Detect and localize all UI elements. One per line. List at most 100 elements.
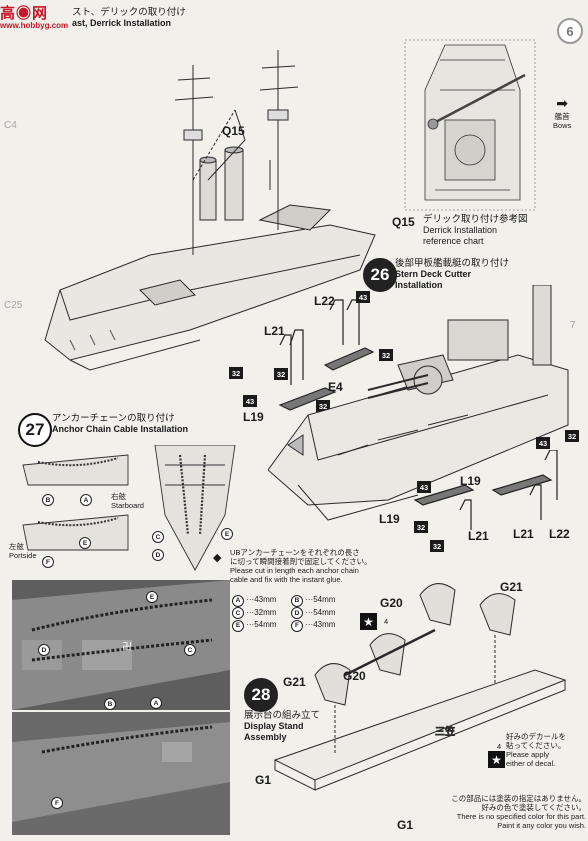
diamond-icon: ◆ bbox=[213, 552, 222, 564]
step-28-title: 展示台の組み立て Display Stand Assembly bbox=[244, 710, 320, 742]
chain-length-row: A ···43mm B ···54mm bbox=[232, 594, 362, 607]
chain-label-f: F bbox=[42, 556, 54, 568]
chain-length-row: E ···54mm F ···43mm bbox=[232, 619, 362, 632]
starboard-label: 右舷 Starboard bbox=[111, 492, 144, 510]
chain-label-e: E bbox=[146, 591, 158, 603]
ghost-text: C25 bbox=[4, 300, 23, 311]
derrick-ref-en2: reference chart bbox=[423, 235, 484, 246]
decal-en2: either of decal. bbox=[506, 759, 556, 768]
page-number: 6 bbox=[557, 18, 583, 44]
chain-length-row: C ···32mm D ···54mm bbox=[232, 607, 362, 619]
decal-jp1: 好みのデカールを bbox=[506, 732, 566, 741]
svg-text:三笠: 三笠 bbox=[435, 725, 455, 738]
bows-en: Bows bbox=[553, 121, 572, 130]
step-27-title-en: Anchor Chain Cable Installation bbox=[52, 424, 189, 434]
cutter-parts-left-drawing bbox=[278, 299, 375, 411]
mast-section-header: スト、デリックの取り付け ast, Derrick Installation bbox=[72, 7, 186, 29]
step-26-title: 後部甲板艦載艇の取り付け Stern Deck Cutter Installat… bbox=[395, 258, 509, 290]
paint-tag: 32 bbox=[379, 349, 393, 361]
ghost-text: C4 bbox=[4, 120, 17, 131]
portside-jp: 左舷 bbox=[9, 542, 24, 551]
derrick-reference-chart bbox=[404, 39, 536, 211]
decal-jp2: 貼ってください。 bbox=[506, 741, 566, 750]
chain-label-a: A bbox=[80, 494, 92, 506]
paint-tag: 32 bbox=[316, 400, 330, 412]
star-icon: ★ bbox=[360, 613, 377, 630]
anchor-chain-side-views bbox=[22, 454, 129, 551]
step-26-number: 26 bbox=[363, 258, 397, 292]
part-label: L22 bbox=[549, 527, 570, 541]
chain-label-b: B bbox=[42, 494, 54, 506]
step-26-title-jp: 後部甲板艦載艇の取り付け bbox=[395, 258, 510, 269]
chain-label-d: D bbox=[152, 549, 164, 561]
chain-label-f: F bbox=[51, 797, 63, 809]
portside-en: Portside bbox=[9, 551, 37, 560]
part-label: G1 bbox=[255, 773, 272, 787]
part-label: G1 bbox=[397, 818, 414, 832]
starboard-en: Starboard bbox=[111, 501, 144, 510]
paint-tag: 43 bbox=[536, 437, 550, 449]
watermark-url: www.hobbyg.com bbox=[0, 21, 69, 30]
cutter-parts-right-drawing bbox=[413, 450, 558, 530]
step-28-title-jp: 展示台の組み立て bbox=[244, 710, 321, 721]
ship-mast-drawing bbox=[44, 50, 376, 371]
bows-indicator: ➡ 艦首 Bows bbox=[553, 95, 571, 130]
part-label: G21 bbox=[283, 675, 306, 689]
chain-note-jp1: UBアンカーチェーンをそれぞれの長さ bbox=[230, 548, 360, 557]
part-label: G20 bbox=[380, 596, 403, 610]
chain-label-c: C bbox=[152, 531, 164, 543]
step-27-number: 27 bbox=[18, 413, 52, 447]
chain-length-table: A ···43mm B ···54mm C ···32mm D ···54mm … bbox=[232, 594, 362, 632]
chain-note-jp2: に切って瞬間接着剤で固定してください。 bbox=[230, 557, 372, 566]
paint-tag: 43 bbox=[356, 291, 370, 303]
footer-jp2: 好みの色で塗装してください。 bbox=[481, 803, 586, 812]
part-label: L21 bbox=[513, 527, 534, 541]
chain-note-en2: cable and fix with the instant glue. bbox=[230, 575, 343, 584]
chain-label-d: D bbox=[38, 644, 50, 656]
paint-tag: 43 bbox=[243, 395, 257, 407]
step-27-title-jp: アンカーチェーンの取り付け bbox=[52, 413, 175, 424]
bows-jp: 艦首 bbox=[554, 112, 570, 121]
length-c: 32mm bbox=[254, 607, 277, 617]
star-color-number: 4 bbox=[384, 617, 389, 626]
right-arrow-icon: ➡ bbox=[556, 95, 569, 111]
length-a: 43mm bbox=[254, 595, 277, 604]
paint-tag: 32 bbox=[274, 368, 288, 380]
derrick-ref-en1: Derrick Installation bbox=[423, 225, 498, 235]
display-stand-drawing: 三笠 bbox=[273, 583, 567, 791]
mast-title-en: ast, Derrick Installation bbox=[72, 18, 172, 28]
derrick-ref-caption: デリック取り付け参考図 Derrick Installation referen… bbox=[423, 214, 528, 246]
ghost-text: 7 bbox=[570, 320, 576, 331]
part-label: L19 bbox=[460, 474, 481, 488]
step-26-title-en2: Installation bbox=[395, 279, 443, 290]
starboard-jp: 右舷 bbox=[111, 492, 126, 501]
part-label: L21 bbox=[264, 324, 285, 338]
length-b: 54mm bbox=[313, 595, 336, 604]
chain-label-e: E bbox=[79, 537, 91, 549]
watermark-logo: 高◉网 www.hobbyg.com bbox=[0, 2, 72, 30]
decal-note: 好みのデカールを 貼ってください。 Please apply either of… bbox=[506, 732, 584, 768]
part-label-q15: Q15 bbox=[222, 124, 245, 138]
part-label: L22 bbox=[314, 294, 335, 308]
chain-note: UBアンカーチェーンをそれぞれの長さ に切って瞬間接着剤で固定してください。 P… bbox=[230, 548, 390, 584]
step-28-title-en2: Assembly bbox=[244, 731, 287, 742]
paint-tag: 32 bbox=[430, 540, 444, 552]
step-26-title-en1: Stern Deck Cutter bbox=[395, 269, 472, 279]
watermark-glyphs: 高◉网 bbox=[0, 5, 49, 22]
step-27-title: アンカーチェーンの取り付け Anchor Chain Cable Install… bbox=[52, 413, 188, 435]
length-e: 54mm bbox=[254, 620, 277, 629]
part-label: G20 bbox=[343, 669, 366, 683]
footer-jp1: この部品には塗装の指定はありません。 bbox=[451, 794, 586, 803]
part-label: E4 bbox=[328, 380, 343, 394]
paint-tag: 32 bbox=[414, 521, 428, 533]
paint-tag: 32 bbox=[229, 367, 243, 379]
bow-top-view bbox=[154, 445, 236, 571]
paint-tag: 43 bbox=[417, 481, 431, 493]
stern-deck-ship-drawing bbox=[268, 285, 569, 521]
part-label: L19 bbox=[243, 410, 264, 424]
step-28-number: 28 bbox=[244, 678, 278, 712]
step-28-title-en1: Display Stand bbox=[244, 721, 304, 731]
star-icon: ★ bbox=[488, 751, 505, 768]
length-d: 54mm bbox=[313, 607, 336, 617]
chain-label-e2: E bbox=[221, 528, 233, 540]
